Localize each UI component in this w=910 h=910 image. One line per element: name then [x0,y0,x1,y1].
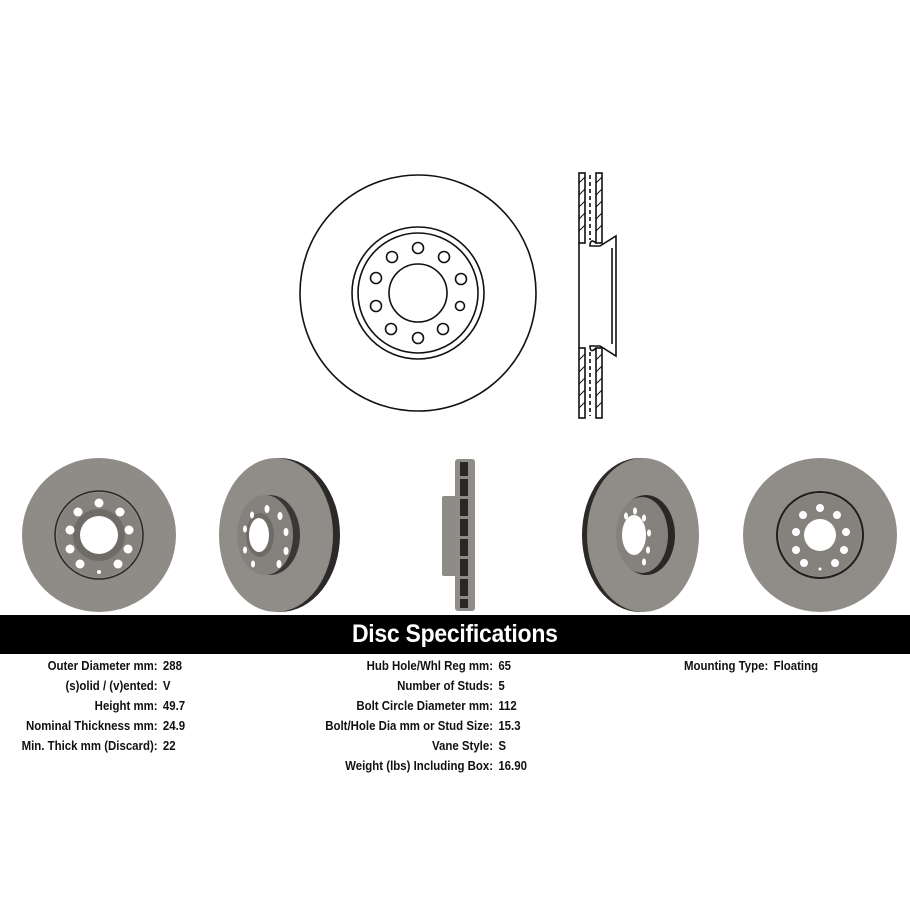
specs-column-3: Mounting Type: Floating [684,656,836,676]
spec-label: Nominal Thickness mm: [25,718,158,733]
spec-label: (s)olid / (v)ented: [65,678,158,693]
spec-min-thickness: Min. Thick mm (Discard): 22 [8,736,185,756]
spec-value: 65 [498,658,512,673]
spec-weight: Weight (lbs) Including Box: 16.90 [310,756,527,776]
spec-nominal-thickness: Nominal Thickness mm: 24.9 [8,716,185,736]
spec-value: 22 [162,738,176,753]
spec-label: Height mm: [94,698,158,713]
rotor-photo-angled-left [219,458,340,612]
spec-value: Floating [773,658,819,673]
spec-bolt-circle-diameter: Bolt Circle Diameter mm: 112 [310,696,527,716]
spec-height: Height mm: 49.7 [8,696,185,716]
spec-value: S [498,738,506,753]
rotor-photo-edge [442,459,475,611]
spec-value: 288 [162,658,182,673]
spec-solid-vented: (s)olid / (v)ented: V [8,676,185,696]
spec-label: Bolt Circle Diameter mm: [356,698,494,713]
specs-column-1: Outer Diameter mm: 288 (s)olid / (v)ented… [8,656,209,756]
rotor-front-line-drawing [299,174,537,412]
spec-bolt-hole-diameter: Bolt/Hole Dia mm or Stud Size: 15.3 [310,716,527,736]
spec-value: 5 [498,678,505,693]
spec-value: V [162,678,171,693]
spec-outer-diameter: Outer Diameter mm: 288 [8,656,185,676]
spec-value: 49.7 [162,698,186,713]
rotor-photo-front [22,458,176,612]
disc-specifications-header: Disc Specifications [0,615,910,654]
rotor-photo-angled-right [582,458,699,612]
spec-value: 15.3 [498,718,521,733]
rotor-photo-back [743,458,897,612]
spec-mounting-type: Mounting Type: Floating [684,656,818,676]
spec-value: 112 [498,698,517,713]
spec-value: 24.9 [162,718,186,733]
spec-label: Mounting Type: [684,658,769,673]
specs-column-2: Hub Hole/Whl Reg mm: 65 Number of Studs: 5… [310,656,557,776]
spec-label: Outer Diameter mm: [47,658,158,673]
spec-label: Number of Studs: [397,678,494,693]
spec-label: Weight (lbs) Including Box: [345,758,494,773]
rotor-cross-section-line-drawing [578,172,617,419]
spec-label: Hub Hole/Whl Reg mm: [366,658,494,673]
spec-number-of-studs: Number of Studs: 5 [310,676,527,696]
spec-label: Min. Thick mm (Discard): [21,738,158,753]
rotor-technical-drawing [299,172,617,419]
spec-value: 16.90 [498,758,527,773]
section-title: Disc Specifications [352,620,558,648]
spec-hub-hole: Hub Hole/Whl Reg mm: 65 [310,656,527,676]
spec-label: Bolt/Hole Dia mm or Stud Size: [325,718,494,733]
spec-vane-style: Vane Style: S [310,736,527,756]
spec-label: Vane Style: [431,738,494,753]
